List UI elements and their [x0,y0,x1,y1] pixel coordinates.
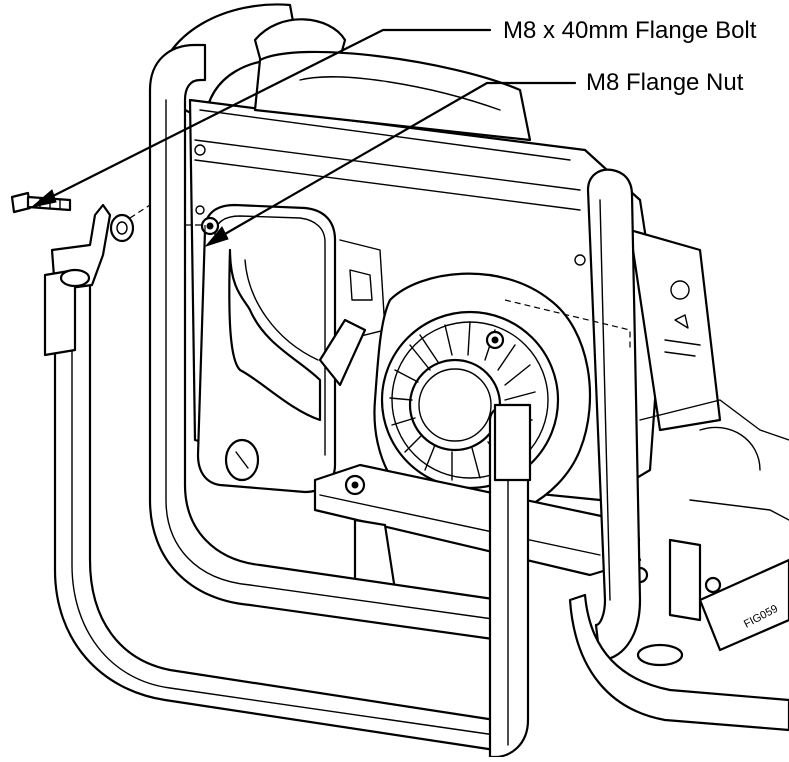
frame-right-upright [586,168,642,662]
engine-right-edge [639,399,789,652]
control-panel [628,228,722,432]
frame-front-u-tube [148,43,502,642]
handle-bracket [43,203,112,357]
callout-label-flange-nut: M8 Flange Nut [586,69,744,96]
alignment-dashes [129,203,631,350]
callout-label-flange-bolt: M8 x 40mm Flange Bolt [503,17,757,44]
callout-leader-bolt [31,28,492,208]
frame-bottom-loop [53,278,789,759]
flange-nut-part [109,213,135,243]
callout-leader-nut [204,81,577,248]
air-cleaner-cover [196,203,337,494]
carburetor [318,239,386,387]
